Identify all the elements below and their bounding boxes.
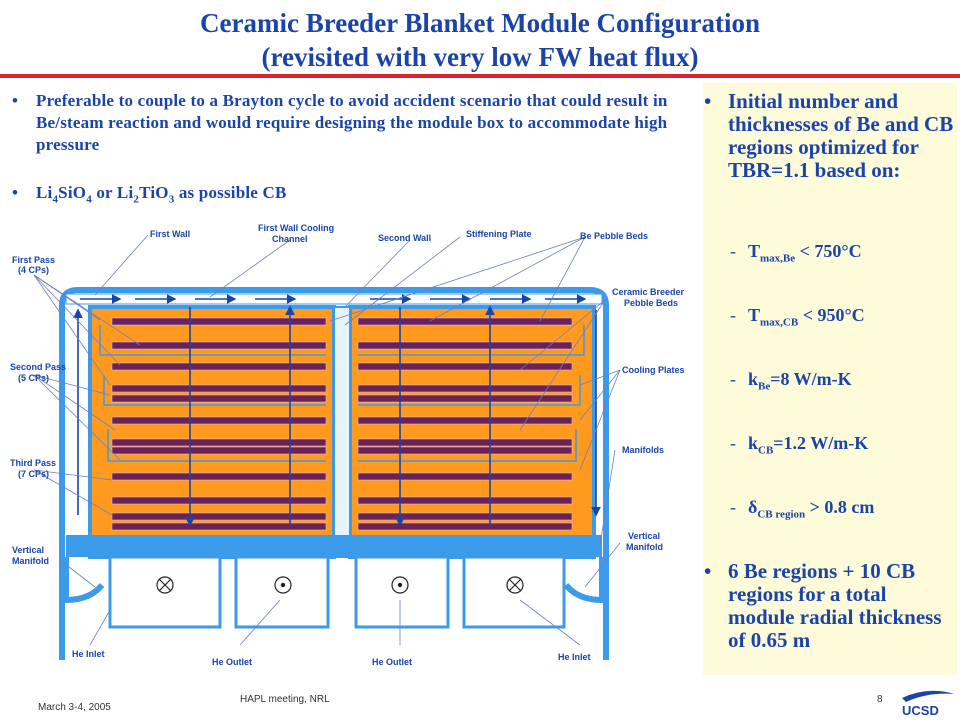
label-second-pass-1: Second Pass xyxy=(10,362,66,372)
label-vmanifold-right-1: Vertical xyxy=(628,531,660,541)
bullet-dot: • xyxy=(12,183,19,202)
label-vmanifold-left-1: Vertical xyxy=(12,545,44,555)
crit-main: T xyxy=(748,241,761,261)
crit-sub: Be xyxy=(758,380,771,393)
label-stiffening-plate: Stiffening Plate xyxy=(466,229,532,239)
bullet-brayton-text: Preferable to couple to a Brayton cycle … xyxy=(36,91,668,154)
label-vmanifold-right-2: Manifold xyxy=(626,542,663,552)
footer-page-number: 8 xyxy=(877,694,883,705)
label-third-pass-2: (7 CPs) xyxy=(18,469,49,479)
label-he-outlet-left: He Outlet xyxy=(212,657,252,667)
crit-sub: max,Be xyxy=(760,252,796,265)
label-he-outlet-right: He Outlet xyxy=(372,657,412,667)
crit-main: T xyxy=(748,305,761,325)
criterion-k-be: -kBe=8 W/m-K xyxy=(730,368,852,398)
label-fw-cooling-2: Channel xyxy=(272,234,308,244)
crit-sub: CB region xyxy=(757,508,806,521)
flow-arrows xyxy=(73,294,601,527)
cb-sub: 3 xyxy=(168,193,175,206)
cb-part: SiO xyxy=(58,183,87,202)
crit-sub: max,CB xyxy=(760,316,799,329)
crit-rest: =8 W/m-K xyxy=(770,369,852,389)
module-frame xyxy=(59,287,609,660)
ucsd-logo-text: UCSD xyxy=(902,703,939,718)
label-second-wall: Second Wall xyxy=(378,233,431,243)
right-heading: • Initial number and thicknesses of Be a… xyxy=(704,89,958,182)
manifold-bar xyxy=(66,535,602,557)
cb-part: TiO xyxy=(139,183,169,202)
bottom-chambers xyxy=(108,555,566,629)
stiffening-plate xyxy=(333,306,351,558)
label-be-pebble-beds: Be Pebble Beds xyxy=(580,231,648,241)
label-manifolds: Manifolds xyxy=(622,445,664,455)
label-he-inlet-right: He Inlet xyxy=(558,652,591,662)
dash: - xyxy=(730,433,736,453)
vertical-manifold-left xyxy=(63,557,105,604)
crit-main: k xyxy=(748,369,759,389)
dash: - xyxy=(730,241,736,261)
cb-part: or Li xyxy=(91,183,134,202)
label-second-pass-2: (5 CPs) xyxy=(18,373,49,383)
label-vmanifold-left-2: Manifold xyxy=(12,556,49,566)
cb-sub: 4 xyxy=(86,193,92,206)
right-summary-text: 6 Be regions + 10 CB regions for a total… xyxy=(728,559,942,652)
first-wall-channel xyxy=(65,293,603,305)
crit-main: δ xyxy=(748,497,758,517)
crit-main: k xyxy=(748,433,759,453)
crit-sub: CB xyxy=(758,444,774,457)
dash: - xyxy=(730,305,736,325)
cb-sub: 4 xyxy=(52,193,59,206)
footer-meeting: HAPL meeting, NRL xyxy=(240,694,330,705)
label-first-pass-2: (4 CPs) xyxy=(18,265,49,275)
label-cooling-plates: Cooling Plates xyxy=(622,365,685,375)
title-divider xyxy=(0,74,960,78)
cb-part: as possible CB xyxy=(174,183,287,202)
be-pebble-beds-left xyxy=(111,317,327,531)
label-he-inlet-left: He Inlet xyxy=(72,649,105,659)
slide-title-line2: (revisited with very low FW heat flux) xyxy=(261,42,699,72)
be-pebble-beds-right xyxy=(357,317,573,531)
label-cb-pebble-2: Pebble Beds xyxy=(624,298,678,308)
cb-part: Li xyxy=(36,183,53,202)
criterion-k-cb: -kCB=1.2 W/m-K xyxy=(730,432,868,462)
bullet-dot: • xyxy=(704,559,712,583)
right-panel xyxy=(703,83,957,675)
bullet-dot: • xyxy=(12,91,19,110)
label-cb-pebble-1: Ceramic Breeder xyxy=(612,287,685,297)
bullet-brayton: • Preferable to couple to a Brayton cycl… xyxy=(12,90,696,156)
crit-rest: =1.2 W/m-K xyxy=(773,433,869,453)
cb-sub: 2 xyxy=(133,193,140,206)
label-third-pass-1: Third Pass xyxy=(10,458,56,468)
ucsd-logo-swoosh xyxy=(902,690,954,702)
slide-title-line1: Ceramic Breeder Blanket Module Configura… xyxy=(200,8,760,38)
crit-rest: < 950°C xyxy=(798,305,865,325)
label-first-pass-1: First Pass xyxy=(12,255,55,265)
dash: - xyxy=(730,369,736,389)
label-first-wall: First Wall xyxy=(150,229,190,239)
leader-lines xyxy=(33,234,621,646)
vertical-manifold-right xyxy=(563,557,605,604)
criterion-tmax-cb: -Tmax,CB < 950°C xyxy=(730,304,865,334)
bullet-cb-materials: • Li4SiO4 or Li2TiO3 as possible CB xyxy=(12,182,287,210)
chamber-symbols xyxy=(156,576,524,594)
right-summary: • 6 Be regions + 10 CB regions for a tot… xyxy=(704,559,958,652)
criterion-delta-cb: -δCB region > 0.8 cm xyxy=(730,496,874,526)
criterion-tmax-be: -Tmax,Be < 750°C xyxy=(730,240,862,270)
right-heading-text: Initial number and thicknesses of Be and… xyxy=(728,89,954,182)
blanket-module-diagram: First Wall First Wall Cooling Channel Se… xyxy=(10,223,685,667)
ucsd-logo: UCSD xyxy=(902,690,954,718)
label-fw-cooling-1: First Wall Cooling xyxy=(258,223,334,233)
crit-rest: < 750°C xyxy=(795,241,862,261)
bullet-dot: • xyxy=(704,89,712,113)
footer-date: March 3-4, 2005 xyxy=(38,702,111,713)
dash: - xyxy=(730,497,736,517)
crit-rest: > 0.8 cm xyxy=(805,497,875,517)
